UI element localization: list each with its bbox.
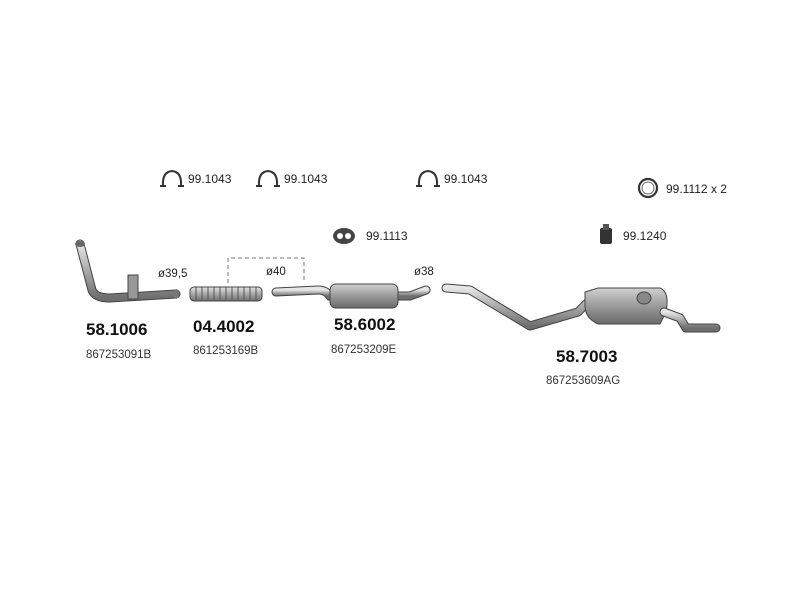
clamp-icon[interactable] [160, 169, 184, 187]
rubber-mount-icon[interactable] [600, 224, 612, 244]
front-pipe-58-1006[interactable] [75, 239, 181, 303]
rear-silencer-58-7003[interactable] [441, 283, 721, 333]
clamp-icon[interactable] [256, 169, 280, 187]
rubber-mount-label: 99.1240 [623, 229, 667, 243]
part-number[interactable]: 58.1006 [86, 320, 148, 339]
clamp-label: 99.1043 [188, 172, 232, 186]
clamp-label: 99.1043 [284, 172, 328, 186]
part-number[interactable]: 58.6002 [334, 315, 396, 334]
part-number[interactable]: 58.7003 [556, 347, 618, 366]
flex-pipe-04-4002[interactable] [189, 286, 263, 302]
clamp-icon[interactable] [416, 169, 440, 187]
oem-number: 867253209E [331, 344, 397, 356]
hanger-label: 99.1113 [366, 229, 408, 243]
oem-number: 861253169B [193, 345, 259, 357]
middle-silencer-58-6002[interactable] [271, 283, 431, 309]
oem-number: 867253609AG [546, 375, 621, 387]
diameter-label: ø40 [266, 266, 286, 278]
ring-part-number: 99.1112 [666, 182, 708, 196]
ring-quantity: x 2 [710, 182, 727, 196]
ring-icon[interactable] [637, 177, 659, 199]
ring-label: 99.1112 x 2 [666, 182, 727, 196]
dashed-bracket [227, 257, 305, 283]
diameter-label: ø38 [414, 266, 434, 278]
part-number[interactable]: 04.4002 [193, 317, 255, 336]
hanger-icon[interactable] [333, 228, 355, 244]
oem-number: 867253091B [86, 349, 152, 361]
clamp-label: 99.1043 [444, 172, 488, 186]
diameter-label: ø39,5 [158, 268, 188, 280]
